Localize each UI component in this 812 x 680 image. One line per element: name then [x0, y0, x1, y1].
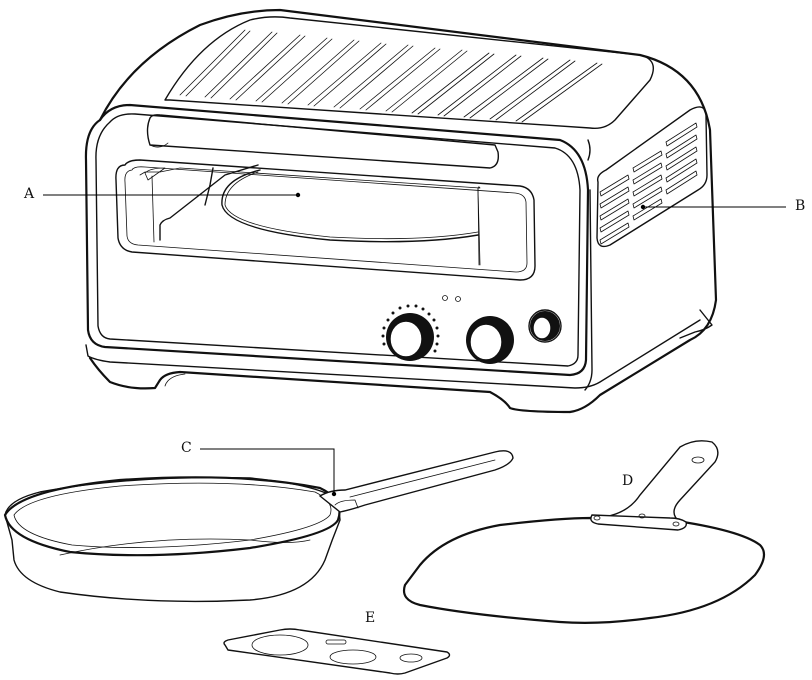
top-vent-slots: [179, 29, 603, 123]
frying-pan: [3, 450, 514, 603]
callout-e: E: [365, 610, 376, 626]
side-vent: [596, 106, 708, 248]
temperature-knob: [381, 304, 440, 361]
callout-d: D: [622, 473, 634, 489]
oven-base: [85, 309, 713, 414]
pizza-peel: [402, 440, 766, 624]
callout-c: C: [181, 440, 192, 456]
pan-handle: [318, 450, 514, 513]
callout-a: A: [24, 186, 35, 202]
start-button: [528, 309, 562, 343]
leader-c: [200, 448, 335, 494]
door-handle: [146, 114, 500, 169]
function-knob: [466, 316, 514, 364]
pizza-oven: [84, 8, 718, 414]
oven-window: [115, 159, 536, 281]
pizza-stone: [159, 164, 480, 266]
rating-plate: [223, 628, 451, 675]
indicator-lights: [442, 295, 461, 302]
callout-leaders: [43, 192, 786, 497]
callout-b: B: [795, 198, 806, 214]
